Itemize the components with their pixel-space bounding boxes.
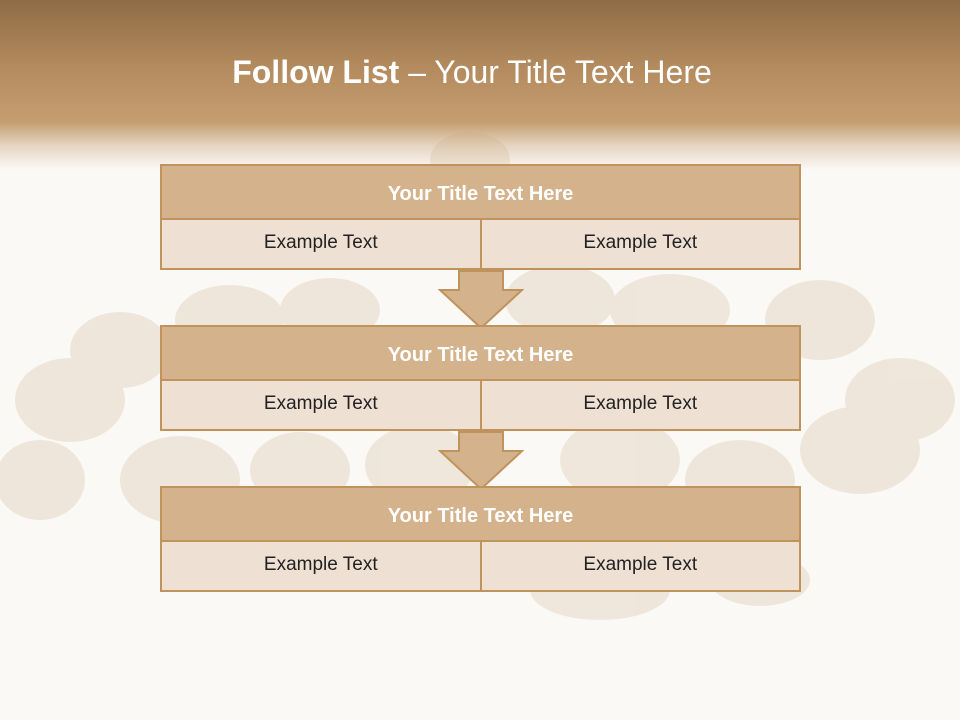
title-rest: – Your Title Text Here <box>408 54 712 90</box>
block-title: Your Title Text Here <box>160 164 801 220</box>
list-block-2: Your Title Text Here Example Text Exampl… <box>160 325 801 431</box>
block-row: Example Text Example Text <box>160 381 801 431</box>
down-arrow-icon <box>438 431 524 491</box>
title-bold: Follow List <box>232 54 409 90</box>
block-cell-right: Example Text <box>481 542 801 592</box>
block-row: Example Text Example Text <box>160 542 801 592</box>
list-block-3: Your Title Text Here Example Text Exampl… <box>160 486 801 592</box>
block-cell-right: Example Text <box>481 381 801 431</box>
block-cell-left: Example Text <box>160 220 482 270</box>
block-title: Your Title Text Here <box>160 486 801 542</box>
block-cell-right: Example Text <box>481 220 801 270</box>
block-cell-left: Example Text <box>160 542 482 592</box>
slide-header <box>0 0 960 170</box>
slide-title: Follow List – Your Title Text Here <box>0 54 944 91</box>
block-title: Your Title Text Here <box>160 325 801 381</box>
down-arrow-icon <box>438 270 524 330</box>
block-row: Example Text Example Text <box>160 220 801 270</box>
list-block-1: Your Title Text Here Example Text Exampl… <box>160 164 801 270</box>
block-cell-left: Example Text <box>160 381 482 431</box>
